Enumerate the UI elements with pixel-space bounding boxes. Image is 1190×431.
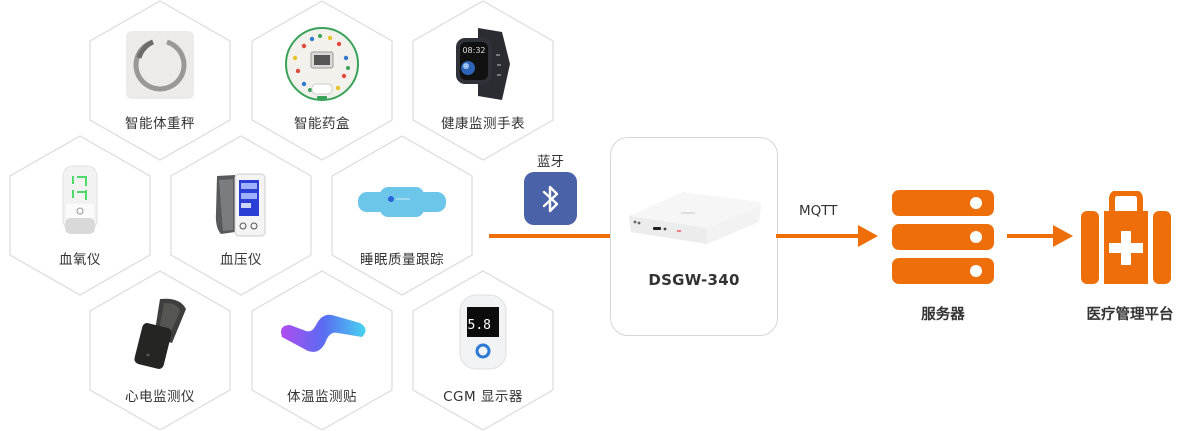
device-smartwatch: 08:32 健康监测手表 [413, 0, 553, 160]
pulse-oximeter-icon [62, 165, 98, 234]
bluetooth-icon [524, 172, 577, 225]
device-pill-box: 智能药盒 [252, 0, 392, 160]
gateway-card: DSGW-340 [610, 137, 778, 336]
mqtt-label: MQTT [799, 203, 838, 219]
device-smart-scale: 智能体重秤 [90, 0, 230, 160]
device-label: 心电监测仪 [125, 389, 195, 405]
gateway-device-icon [629, 192, 761, 244]
device-label: 健康监测手表 [441, 116, 525, 132]
device-label: 睡眠质量跟踪 [360, 252, 444, 268]
gateway-model: DSGW-340 [648, 271, 740, 289]
device-label: 血压仪 [220, 252, 262, 268]
server-icon [892, 190, 994, 284]
pill-box-icon [285, 27, 359, 101]
svg-text:08:32: 08:32 [462, 46, 485, 55]
device-label: 血氧仪 [59, 252, 101, 268]
svg-text:5.8: 5.8 [468, 318, 491, 333]
device-ecg-monitor: 心电监测仪 [90, 271, 230, 431]
device-label: 体温监测贴 [287, 389, 357, 405]
device-pulse-oximeter: 血氧仪 [10, 136, 150, 296]
device-sleep-tracker: 睡眠质量跟踪 [332, 136, 472, 296]
device-blood-pressure-monitor: 血压仪 [171, 136, 311, 296]
platform-label: 医疗管理平台 [1086, 307, 1174, 323]
smartwatch-icon: 08:32 [456, 28, 510, 100]
mqtt-arrow [776, 225, 878, 247]
ecg-monitor-icon [134, 298, 186, 369]
sleep-tracker-icon [358, 187, 446, 217]
device-label: CGM 显示器 [443, 389, 523, 405]
device-label: 智能体重秤 [125, 116, 195, 132]
server-label: 服务器 [921, 307, 965, 323]
device-temperature-patch: 体温监测贴 [252, 271, 392, 431]
smart-scale-icon [126, 31, 194, 99]
bluetooth-label: 蓝牙 [537, 154, 564, 170]
bluetooth-link-line [489, 234, 610, 238]
platform-arrow [1007, 225, 1073, 247]
cgm-display-icon: 5.8 [459, 294, 507, 370]
medical-kit-icon [1081, 191, 1171, 284]
temperature-patch-icon [281, 314, 366, 352]
blood-pressure-monitor-icon [215, 173, 266, 237]
device-cgm-display: 5.8 CGM 显示器 [413, 271, 553, 431]
device-label: 智能药盒 [294, 116, 350, 132]
